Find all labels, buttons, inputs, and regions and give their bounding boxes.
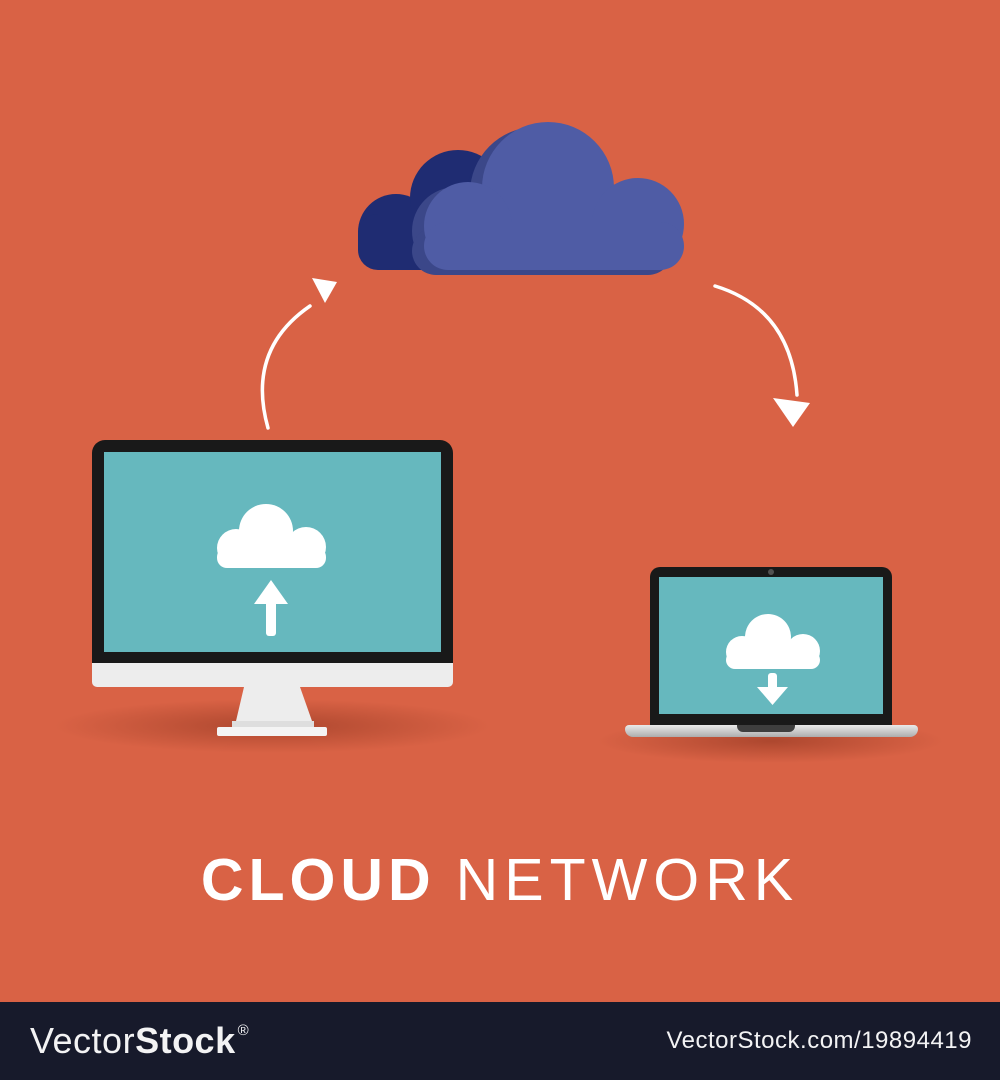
- registered-mark-icon: ®: [237, 1022, 250, 1039]
- up-arrow-stem: [266, 598, 276, 636]
- image-credit-url: VectorStock.com/19894419: [666, 1027, 972, 1054]
- network-cloud-icon: [358, 122, 684, 275]
- watermark-footer: VectorStock® VectorStock.com/19894419: [0, 1002, 1000, 1080]
- up-arrow-head: [254, 580, 288, 604]
- down-arrow-stem: [768, 673, 777, 691]
- desktop-monitor-stand-neck: [236, 687, 312, 721]
- down-arrow-head: [757, 687, 788, 705]
- cloud-upload-icon: [217, 504, 326, 636]
- logo-vector-text: Vector: [30, 1020, 136, 1061]
- front-cloud: [424, 122, 684, 270]
- laptop-base-notch: [737, 725, 795, 732]
- download-arrow-from-cloud: [713, 284, 810, 427]
- desktop-monitor-stand-base: [217, 727, 327, 736]
- upload-arrow-to-cloud: [260, 278, 337, 430]
- title-word-network: NETWORK: [455, 847, 800, 913]
- desktop-monitor-stand-step: [232, 721, 314, 728]
- desktop-monitor-chin: [92, 663, 453, 687]
- vectorstock-logo: VectorStock®: [30, 1020, 249, 1062]
- title-word-cloud: CLOUD: [200, 847, 436, 913]
- logo-stock-text: Stock: [135, 1020, 236, 1061]
- laptop-camera-dot: [768, 569, 774, 575]
- cloud-download-icon: [726, 614, 820, 705]
